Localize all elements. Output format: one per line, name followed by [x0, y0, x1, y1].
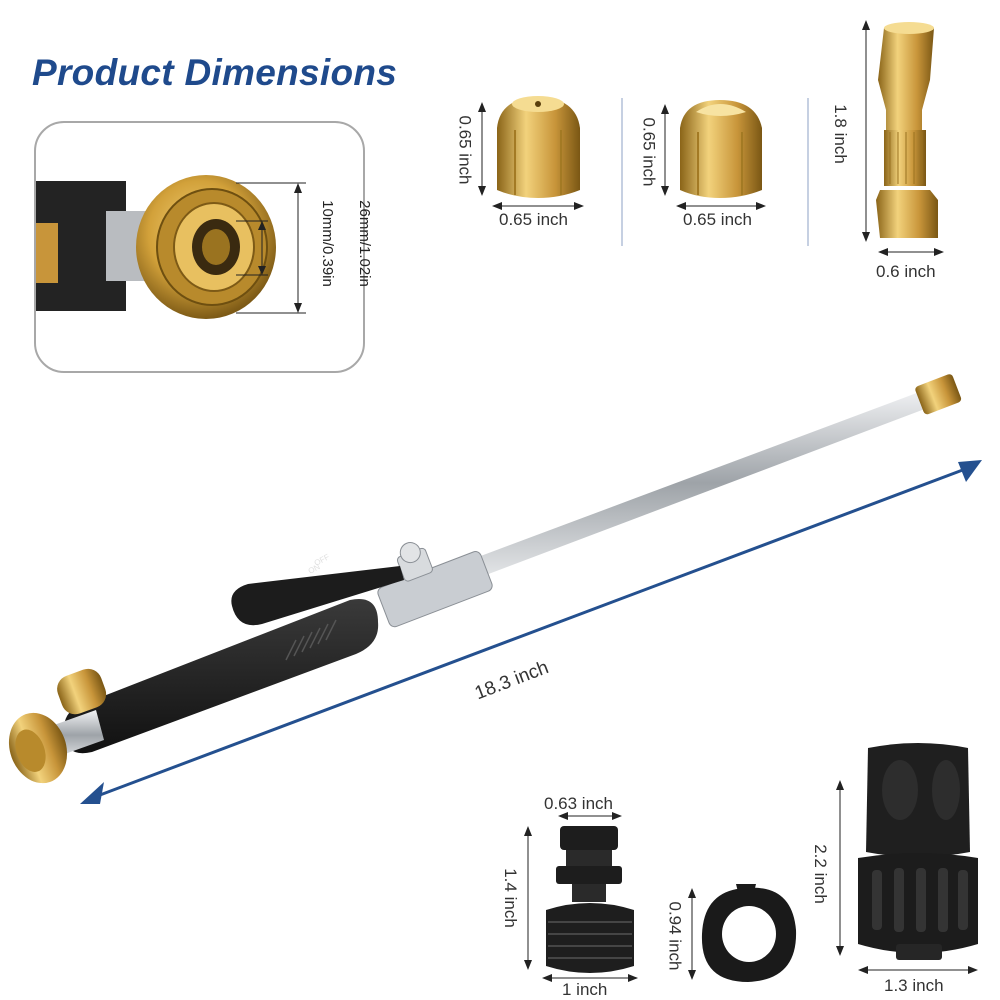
washer-arrow-bottom — [688, 970, 696, 980]
nozzle-1-width-arrow-right — [574, 202, 584, 210]
inner-dim-arrow-top — [258, 221, 266, 230]
qc-base-width-label: 1 inch — [562, 980, 608, 999]
nozzle-2-width-label: 0.65 inch — [683, 210, 752, 229]
qc-width-label: 0.63 inch — [544, 794, 613, 813]
qc-height-arrow-top — [524, 826, 532, 836]
nozzle-2-height-arrow-top — [661, 104, 669, 114]
connector-inset-panel: 10mm/0.39in 26mm/1.02in — [34, 121, 373, 373]
washer-arrow-top — [688, 888, 696, 898]
qc-width-arrow-left — [558, 812, 568, 820]
jet-width-arrow-right — [934, 248, 944, 256]
qc-height-arrow-bottom — [524, 960, 532, 970]
connector-closeup-illustration — [36, 175, 306, 319]
nozzle-2-width-arrow-right — [756, 202, 766, 210]
coupler-arrow-top — [836, 780, 844, 790]
spray-wand: ON OFF — [8, 374, 962, 784]
nozzle-2-height-arrow-bottom — [661, 186, 669, 196]
coupler-arrow-right — [968, 966, 978, 974]
valve-off-label: OFF — [313, 552, 331, 568]
nozzle-1-height-arrow-top — [478, 102, 486, 112]
jet-nozzle — [876, 22, 938, 238]
coupler-width-label: 1.3 inch — [884, 976, 944, 995]
jet-height-arrow-bottom — [862, 232, 870, 242]
rubber-washer — [701, 884, 797, 982]
side-fitting — [36, 223, 58, 283]
length-arrow-line — [91, 466, 969, 800]
hose-coupler — [858, 743, 978, 960]
nozzle-1-height-arrow-bottom — [478, 186, 486, 196]
nozzle-1-height-label: 0.65 inch — [455, 115, 475, 185]
jet-nozzle-width-label: 0.6 inch — [876, 262, 936, 281]
outer-dim-arrow-top — [294, 183, 302, 193]
inner-dim-arrow-bottom — [258, 266, 266, 275]
qc-width-arrow-right — [612, 812, 622, 820]
nozzle-cap-1 — [497, 96, 580, 198]
coupler-height-label: 2.2 inch — [810, 844, 830, 904]
outer-dim-arrow-bottom — [294, 303, 302, 313]
nozzle-cap-2 — [680, 100, 762, 198]
nozzle-1-width-arrow-left — [492, 202, 502, 210]
page-title: Product Dimensions — [32, 52, 398, 93]
coupling-inner-bore — [202, 229, 230, 265]
length-arrow-head-right — [958, 460, 982, 482]
nozzle-2-height-label: 0.65 inch — [639, 117, 659, 187]
qc-base-arrow-right — [628, 974, 638, 982]
nozzle-1-width-label: 0.65 inch — [499, 210, 568, 229]
quick-connector — [546, 826, 634, 973]
nozzle-2-width-arrow-left — [676, 202, 686, 210]
coupler-arrow-bottom — [836, 946, 844, 956]
jet-height-arrow-top — [862, 20, 870, 30]
jet-width-arrow-left — [878, 248, 888, 256]
qc-height-label: 1.4 inch — [500, 868, 520, 928]
washer-diameter-label: 0.94 inch — [665, 901, 685, 971]
jet-nozzle-height-label: 1.8 inch — [830, 104, 850, 164]
length-arrow-head-left — [80, 782, 104, 804]
qc-base-arrow-left — [542, 974, 552, 982]
coupler-arrow-left — [858, 966, 868, 974]
